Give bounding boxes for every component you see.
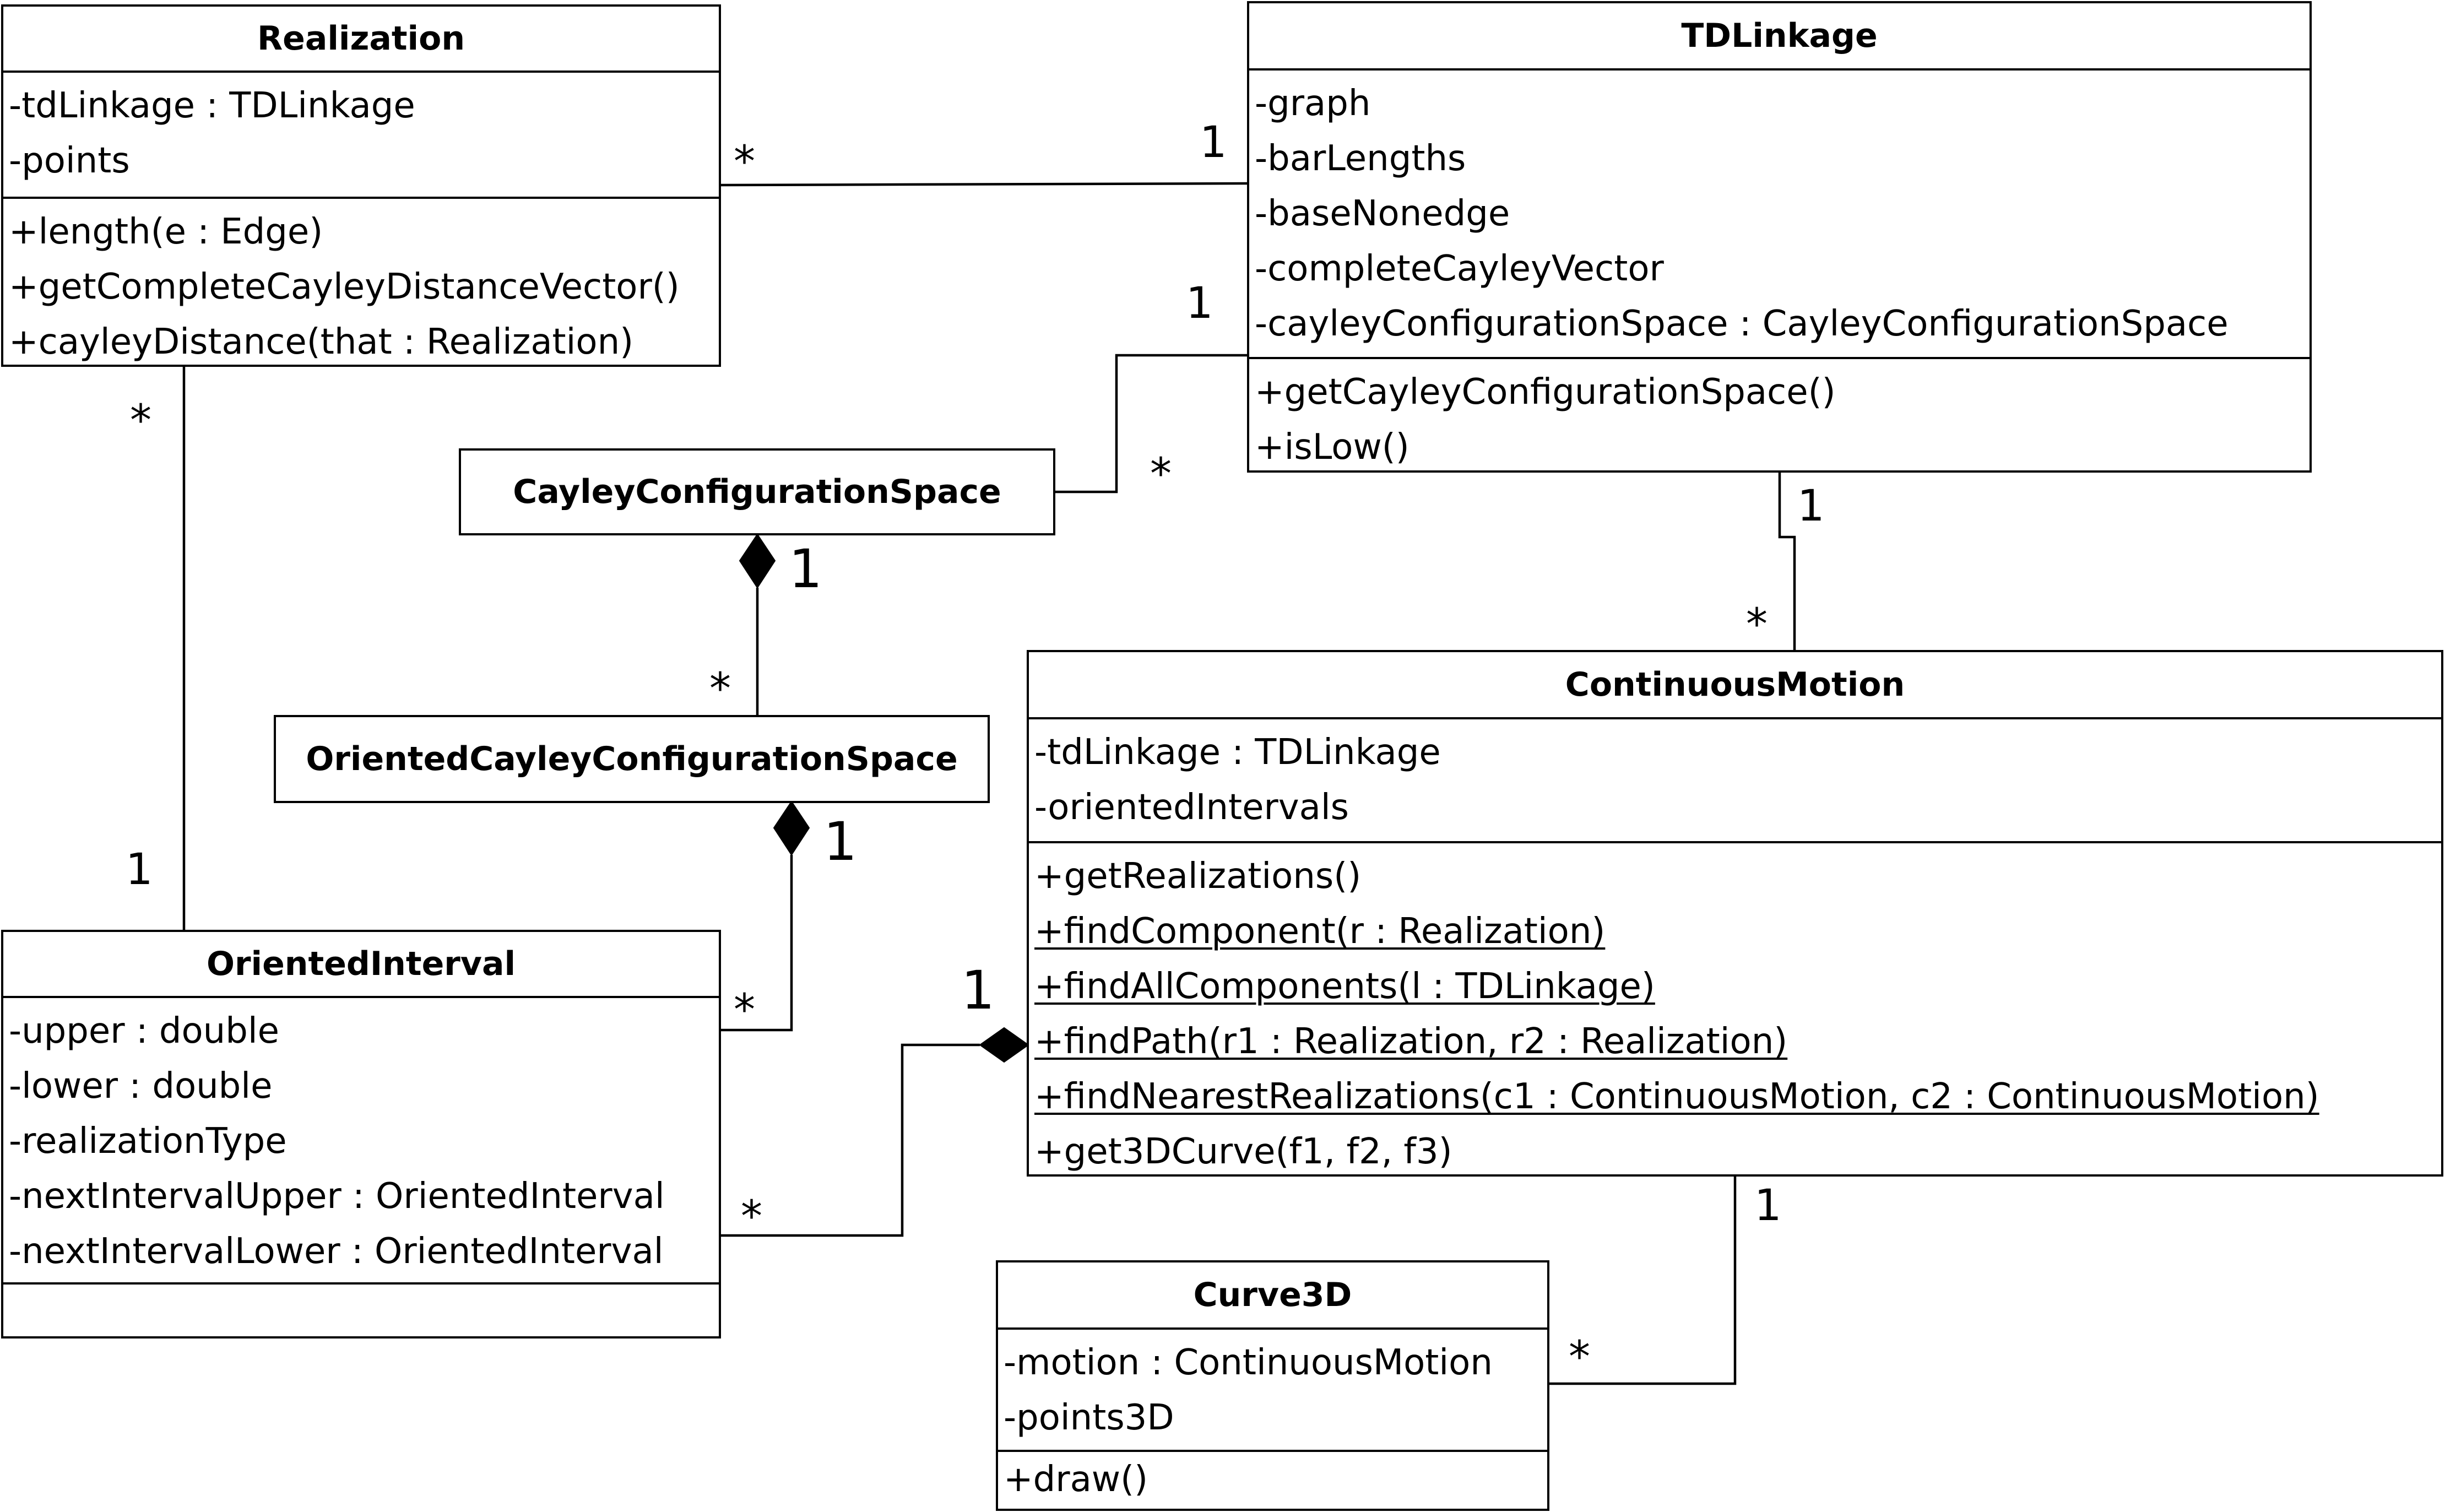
static-operation: +findNearestRealizations(c1 : Continuous… <box>1034 1076 2319 1117</box>
assoc-tdlinkage-continuousmotion <box>1778 473 1796 651</box>
class-name: OrientedInterval <box>206 945 516 983</box>
multiplicity-label: * <box>130 396 151 446</box>
attribute: -lower : double <box>9 1066 273 1107</box>
static-operation: +findComponent(r : Realization) <box>1034 911 1606 952</box>
assoc-realization-tdlinkage <box>719 182 1248 187</box>
attribute: -nextIntervalUpper : OrientedInterval <box>9 1176 665 1217</box>
operation: +getCayleyConfigurationSpace() <box>1255 372 1836 413</box>
attributes-compartment: -tdLinkage : TDLinkage -orientedInterval… <box>1029 717 2441 841</box>
attribute: -cayleyConfigurationSpace : CayleyConfig… <box>1255 304 2229 344</box>
attributes-compartment: -upper : double -lower : double -realiza… <box>3 996 719 1282</box>
attribute: -upper : double <box>9 1011 279 1052</box>
class-realization: Realization -tdLinkage : TDLinkage -poin… <box>1 4 721 367</box>
operation: +isLow() <box>1255 427 1409 468</box>
attribute: -tdLinkage : TDLinkage <box>9 85 415 126</box>
class-orientedinterval: OrientedInterval -upper : double -lower … <box>1 930 721 1338</box>
class-tdlinkage: TDLinkage -graph -barLengths -baseNonedg… <box>1247 1 2312 473</box>
attribute: -nextIntervalLower : OrientedInterval <box>9 1231 664 1272</box>
operation: +getCompleteCayleyDistanceVector() <box>9 267 680 307</box>
operations-compartment: +length(e : Edge) +getCompleteCayleyDist… <box>3 197 719 375</box>
attribute: -graph <box>1255 83 1371 124</box>
composition-diamond-continuousmotion <box>979 1027 1029 1063</box>
multiplicity-label: 1 <box>1797 481 1825 531</box>
multiplicity-label: 1 <box>126 845 153 895</box>
attribute: -motion : ContinuousMotion <box>1004 1342 1493 1383</box>
multiplicity-label: * <box>734 137 755 187</box>
class-cayleyconfigurationspace: CayleyConfigurationSpace <box>459 448 1055 535</box>
multiplicity-label: * <box>734 985 755 1035</box>
multiplicity-label: 1 <box>1186 279 1213 328</box>
multiplicity-label: 1 <box>1754 1181 1782 1231</box>
multiplicity-label: 1 <box>961 960 995 1021</box>
static-operation: +findPath(r1 : Realization, r2 : Realiza… <box>1034 1021 1788 1062</box>
attribute: -points <box>9 140 130 181</box>
class-name: Realization <box>257 19 465 58</box>
attribute: -realizationType <box>9 1121 287 1162</box>
attribute: -orientedIntervals <box>1034 787 1349 828</box>
multiplicity-label: * <box>1746 600 1768 649</box>
attributes-compartment: -tdLinkage : TDLinkage -points <box>3 71 719 197</box>
multiplicity-label: 1 <box>823 811 858 872</box>
assoc-continuousmotion-curve3d <box>1548 1177 1737 1385</box>
operations-compartment: +getCayleyConfigurationSpace() +isLow() <box>1249 357 2310 480</box>
operation: +get3DCurve(f1, f2, f3) <box>1034 1131 1452 1172</box>
class-name: Curve3D <box>1193 1276 1352 1314</box>
operation: +getRealizations() <box>1034 856 1362 897</box>
static-operation: +findAllComponents(l : TDLinkage) <box>1034 966 1655 1007</box>
assoc-occs-orientedinterval <box>720 855 793 1032</box>
composition-diamond-ccs <box>739 533 776 589</box>
multiplicity-label: * <box>709 664 731 714</box>
class-name: CayleyConfigurationSpace <box>513 472 1001 511</box>
operation: +cayleyDistance(that : Realization) <box>9 322 634 362</box>
multiplicity-label: * <box>1569 1332 1590 1382</box>
operation: +length(e : Edge) <box>9 212 323 252</box>
multiplicity-label: 1 <box>1200 118 1227 167</box>
attribute: -completeCayleyVector <box>1255 248 1664 289</box>
attribute: -tdLinkage : TDLinkage <box>1034 732 1441 773</box>
multiplicity-label: * <box>1150 449 1172 499</box>
class-name: ContinuousMotion <box>1565 665 1905 704</box>
class-name: TDLinkage <box>1681 17 1878 55</box>
class-curve3d: Curve3D -motion : ContinuousMotion -poin… <box>996 1260 1549 1511</box>
attributes-compartment: -motion : ContinuousMotion -points3D <box>998 1327 1547 1450</box>
multiplicity-label: 1 <box>789 538 823 600</box>
assoc-tdlinkage-ccs <box>1054 354 1247 494</box>
attribute: -baseNonedge <box>1255 193 1510 234</box>
operations-compartment: +getRealizations() +findComponent(r : Re… <box>1029 841 2441 1185</box>
composition-diamond-occs <box>773 800 810 856</box>
class-name: OrientedCayleyConfigurationSpace <box>306 739 958 778</box>
attribute: -barLengths <box>1255 138 1466 179</box>
attribute: -points3D <box>1004 1397 1174 1438</box>
class-continuousmotion: ContinuousMotion -tdLinkage : TDLinkage … <box>1027 650 2443 1177</box>
attributes-compartment: -graph -barLengths -baseNonedge -complet… <box>1249 68 2310 357</box>
operations-compartment <box>3 1282 719 1336</box>
assoc-continuousmotion-orientedinterval <box>720 1043 980 1237</box>
operations-compartment: +draw() <box>998 1450 1547 1507</box>
operation: +draw() <box>1004 1459 1148 1500</box>
class-orientedcayleyconfigurationspace: OrientedCayleyConfigurationSpace <box>274 715 990 803</box>
multiplicity-label: * <box>741 1192 762 1242</box>
